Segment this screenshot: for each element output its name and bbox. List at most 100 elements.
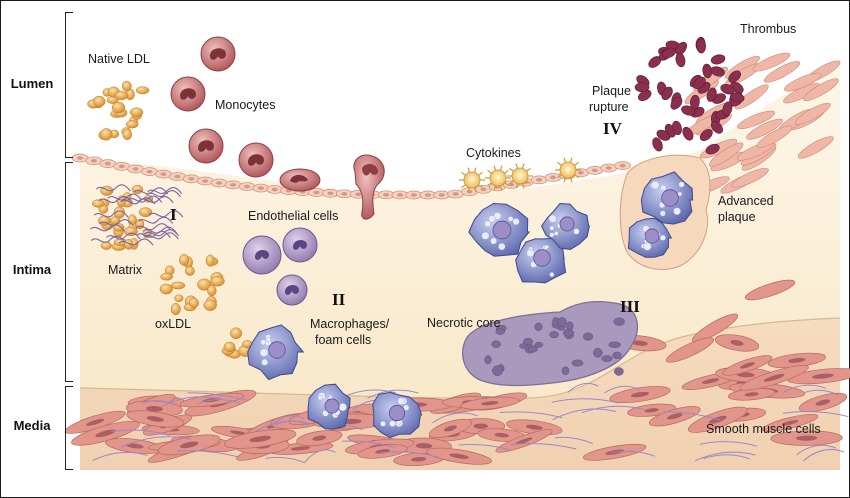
cytokine-spike xyxy=(504,182,509,187)
necrotic-debris-particle xyxy=(614,367,624,376)
ldl-particle xyxy=(179,254,190,266)
thrombus-red-cell xyxy=(682,126,694,141)
necrotic-debris-particle xyxy=(612,351,622,360)
smooth-muscle-nucleus xyxy=(494,432,509,438)
necrotic-debris-particle xyxy=(613,317,625,326)
smooth-muscle-nucleus xyxy=(312,435,327,441)
endothelial-nucleus xyxy=(480,187,487,192)
lipid-droplet xyxy=(507,216,514,222)
monocytes xyxy=(170,36,321,192)
smooth-muscle-cell xyxy=(734,84,769,110)
ldl-particle xyxy=(100,128,113,141)
endothelial-nucleus xyxy=(230,183,237,187)
monocyte-nucleus xyxy=(180,88,196,100)
lipid-droplet xyxy=(549,232,555,238)
thrombus-red-cell xyxy=(696,38,706,54)
ldl-particle xyxy=(131,184,144,194)
matrix-fiber xyxy=(138,196,174,204)
label-cytokines: Cytokines xyxy=(466,146,521,160)
cytokine-spike xyxy=(509,167,514,172)
lipid-droplet xyxy=(544,244,550,250)
endothelial-nucleus xyxy=(452,192,459,196)
matrix-fiber xyxy=(148,210,184,218)
smooth-muscle-nucleus xyxy=(146,416,164,422)
matrix-fiber xyxy=(90,235,126,243)
cytokine-spike xyxy=(499,165,503,171)
cytokine-spike xyxy=(461,171,466,176)
thrombus-red-cell xyxy=(670,96,683,110)
label-advanced-plaque-line1: Advanced xyxy=(718,194,774,208)
elastic-fiber xyxy=(499,411,563,419)
lipid-droplet xyxy=(512,218,520,226)
ldl-particle xyxy=(125,120,139,129)
endothelial-nucleus xyxy=(438,193,445,197)
lipid-droplet xyxy=(651,180,660,190)
lipid-droplet xyxy=(573,228,580,235)
label-endothelial-cells: Endothelial cells xyxy=(248,209,339,223)
elastic-fiber xyxy=(270,415,304,427)
lipid-droplet xyxy=(673,207,681,216)
matrix-fiber xyxy=(120,197,156,205)
label-thrombus: Thrombus xyxy=(740,22,797,36)
ldl-particle xyxy=(170,281,186,290)
elastic-fiber xyxy=(567,382,599,393)
elastic-fiber xyxy=(663,411,721,421)
smooth-muscle-nucleus xyxy=(739,362,755,369)
smooth-muscle-nucleus xyxy=(473,423,488,429)
ldl-particle xyxy=(184,266,195,276)
macrophage-nucleus xyxy=(559,216,575,232)
elastic-fiber xyxy=(367,389,419,399)
endothelial-nucleus xyxy=(410,193,417,197)
smooth-muscle-nucleus xyxy=(630,391,649,398)
cytokine-spike xyxy=(509,180,514,185)
macrophage-nucleus xyxy=(644,228,660,244)
label-oxldl: oxLDL xyxy=(155,317,192,331)
cytokine-spike xyxy=(487,169,492,174)
stage-ii: II xyxy=(332,290,346,309)
matrix-fiber xyxy=(93,210,129,218)
smooth-muscle-cell xyxy=(737,110,776,129)
stage-iv: IV xyxy=(603,119,622,138)
ldl-particle xyxy=(230,327,243,340)
thrombus-red-cell xyxy=(706,87,717,102)
thrombus-red-cell xyxy=(661,47,676,59)
endothelial-nucleus xyxy=(355,192,362,197)
lumen-bracket xyxy=(65,12,74,158)
elastic-fiber xyxy=(342,440,395,449)
elastic-fiber xyxy=(160,396,223,408)
matrix-fiber xyxy=(146,190,181,198)
ldl-particle xyxy=(207,284,217,297)
cytokine xyxy=(559,161,577,179)
elastic-fiber xyxy=(610,450,656,457)
cytokine xyxy=(463,171,481,189)
smooth-muscle-nucleus xyxy=(812,373,834,379)
cytokine-spike xyxy=(574,161,579,166)
cytokine-spike xyxy=(515,163,519,169)
endothelial-nucleus xyxy=(216,181,223,185)
thrombus-cells xyxy=(634,36,745,155)
endothelial-nucleus xyxy=(550,175,557,180)
label-macrophages-line2: foam cells xyxy=(315,333,372,347)
smooth-muscle-cell xyxy=(756,125,793,148)
thrombus-red-cell xyxy=(693,76,706,90)
thrombus-red-cell xyxy=(699,129,713,142)
lipid-droplet xyxy=(261,358,269,366)
cytokine-spike xyxy=(515,183,519,189)
thrombus-red-cell xyxy=(722,101,733,116)
endothelial-nucleus xyxy=(188,177,195,181)
label-smooth-muscle-cells: Smooth muscle cells xyxy=(706,422,821,436)
lipid-droplet xyxy=(549,272,555,278)
ldl-particle xyxy=(203,299,217,311)
lipid-droplet xyxy=(660,184,667,192)
lipid-droplet xyxy=(380,420,386,427)
ldl-particle xyxy=(205,254,215,267)
cytokine-spike xyxy=(478,184,483,189)
endothelial-nucleus xyxy=(605,166,612,170)
lipid-droplet xyxy=(403,404,410,411)
layer-label-intima: Intima xyxy=(12,262,52,277)
lipid-droplet xyxy=(526,249,535,258)
matrix-fiber xyxy=(136,223,171,231)
cytokine-spike xyxy=(487,182,492,187)
endothelial-nucleus xyxy=(466,189,473,194)
elastic-fiber xyxy=(432,412,478,424)
